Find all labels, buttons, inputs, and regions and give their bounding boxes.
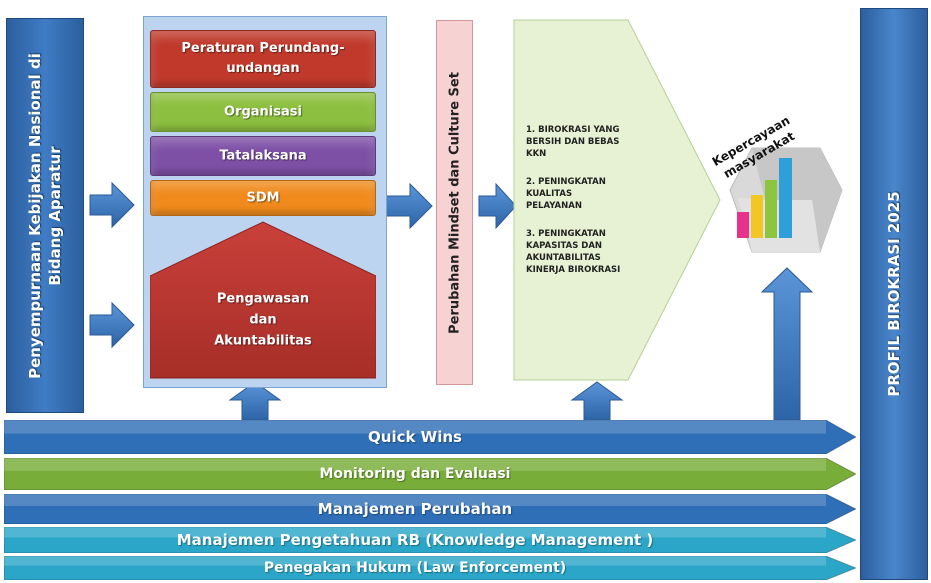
pengawasan-box: Pengawasan dan Akuntabilitas [150, 270, 376, 370]
area-label: SDM [246, 190, 280, 206]
area-box-tatalaksana: Tatalaksana [150, 136, 376, 176]
goals-shape [513, 19, 721, 381]
arrow-up-icon [760, 267, 814, 421]
bar-shape [4, 494, 856, 524]
goal-item: 1. BIROKRASI YANG BERSIH DAN BEBAS KKN [526, 125, 620, 159]
bar-2: Manajemen Perubahan [4, 494, 856, 524]
arrow-right-icon [478, 182, 517, 230]
bar-4: Penegakan Hukum (Law Enforcement) [4, 556, 856, 580]
bar-shape [4, 458, 856, 490]
profile-box: PROFIL BIROKRASI 2025 [860, 8, 928, 580]
area-box-peraturan: Peraturan Perundang- undangan [150, 30, 376, 88]
area-label: Peraturan Perundang- undangan [181, 41, 345, 76]
bar-label: Monitoring dan Evaluasi [319, 466, 511, 482]
pengawasan-label: Pengawasan dan Akuntabilitas [214, 291, 312, 349]
bar-0: Quick Wins [4, 420, 856, 454]
area-box-organisasi: Organisasi [150, 92, 376, 132]
area-label: Tatalaksana [219, 148, 307, 164]
bar-label: Quick Wins [368, 428, 462, 446]
arrow-right-icon [384, 182, 433, 230]
left-policy-box: Penyempurnaan Kebijakan Nasional di Bida… [6, 18, 84, 413]
arrow-right-icon [89, 301, 135, 349]
mindset-box: Perubahan Mindset dan Culture Set [436, 20, 473, 385]
arrow-right-icon [89, 181, 135, 229]
goal-item: 2. PENINGKATAN KUALITAS PELAYANAN [526, 177, 606, 211]
trust-chart-icon [729, 147, 843, 253]
area-fill [150, 136, 376, 176]
bar-label: Penegakan Hukum (Law Enforcement) [263, 560, 567, 576]
bar-3: Manajemen Pengetahuan RB (Knowledge Mana… [4, 527, 856, 553]
bar-label: Manajemen Perubahan [317, 500, 513, 518]
area-fill [150, 30, 376, 88]
arrow-up-icon [570, 381, 624, 421]
bar-shape [4, 527, 856, 553]
pengawasan-shape [150, 221, 376, 379]
bar-shape [4, 420, 856, 454]
goal-item: 3. PENINGKATAN KAPASITAS DAN AKUNTABILIT… [526, 229, 621, 275]
arrow-up-icon [228, 381, 282, 421]
bar-shape [4, 556, 856, 580]
area-box-sdm: SDM [150, 180, 376, 216]
area-label: Organisasi [224, 104, 302, 120]
mindset-label: Perubahan Mindset dan Culture Set [447, 71, 462, 334]
area-fill [150, 92, 376, 132]
area-fill [150, 180, 376, 216]
bar-label: Manajemen Pengetahuan RB (Knowledge Mana… [176, 531, 654, 549]
bar-1: Monitoring dan Evaluasi [4, 458, 856, 490]
